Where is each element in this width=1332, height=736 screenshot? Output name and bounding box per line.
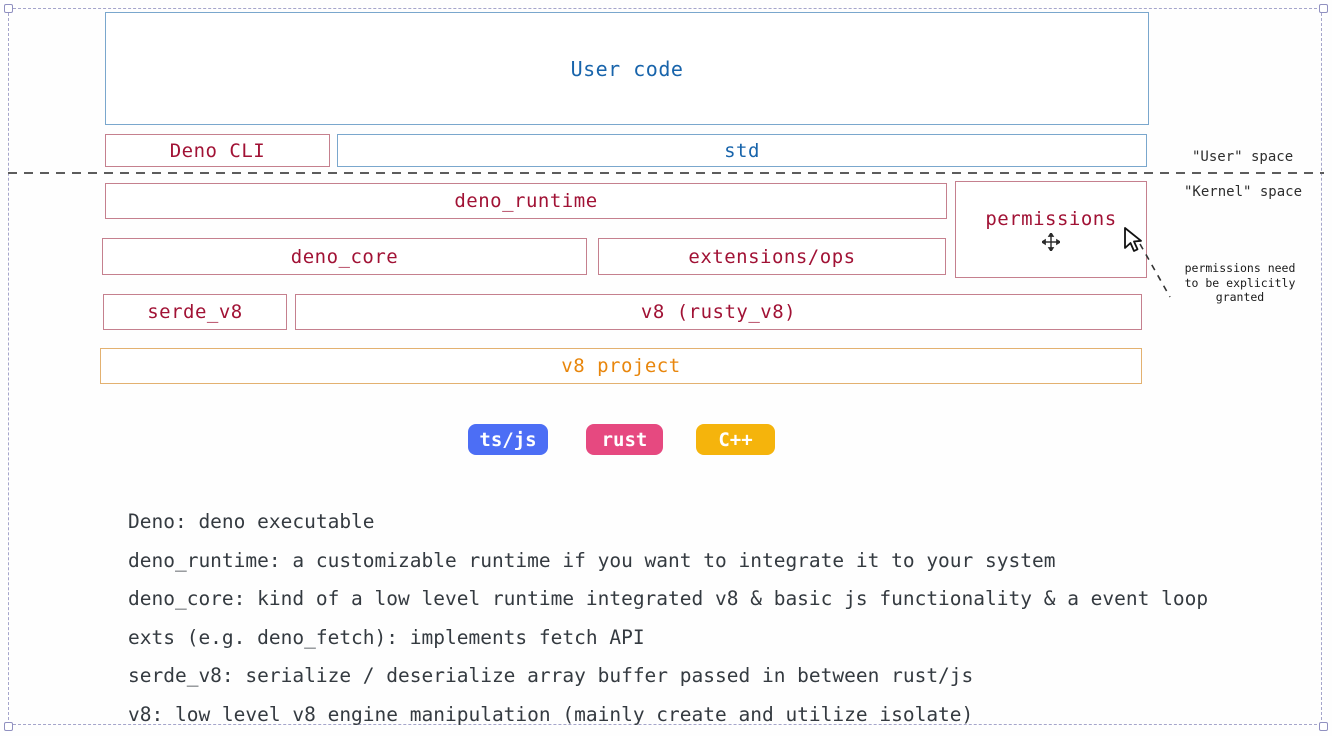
box-permissions[interactable]: permissions — [955, 181, 1147, 278]
box-v8-rusty-v8-label: v8 (rusty_v8) — [640, 301, 797, 323]
description-line-deno-core: deno_core: kind of a low level runtime i… — [128, 587, 1209, 611]
box-std-label: std — [724, 139, 760, 162]
legend-badge-rust[interactable]: rust — [586, 424, 663, 455]
legend-badge-cpp[interactable]: C++ — [696, 424, 775, 455]
box-extensions-ops-label: extensions/ops — [688, 245, 856, 268]
box-serde-v8-label: serde_v8 — [147, 301, 243, 323]
box-extensions-ops[interactable]: extensions/ops — [598, 238, 946, 275]
box-user-code[interactable]: User code — [105, 12, 1149, 125]
legend-badge-rust-label: rust — [601, 428, 648, 451]
box-deno-runtime-label: deno_runtime — [454, 190, 598, 212]
legend-badge-tsjs-label: ts/js — [479, 428, 537, 451]
description-line-deno: Deno: deno executable — [128, 510, 375, 533]
box-v8-project-label: v8 project — [561, 355, 681, 377]
description-line-exts: exts (e.g. deno_fetch): implements fetch… — [128, 625, 645, 649]
annotation-line-2: to be explicitly — [1184, 275, 1296, 290]
box-deno-core-label: deno_core — [290, 245, 399, 268]
permissions-annotation: permissions need to be explicitly grante… — [1172, 261, 1308, 305]
annotation-leader-line — [1139, 243, 1171, 298]
box-user-code-label: User code — [570, 56, 684, 81]
kernel-space-label: "Kernel" space — [1184, 184, 1303, 200]
selection-handle-bottom-right[interactable] — [1319, 722, 1328, 731]
mouse-pointer-icon — [1124, 227, 1142, 252]
selection-handle-top-left[interactable] — [4, 4, 13, 13]
description-line-serde-v8: serde_v8: serialize / deserialize array … — [128, 664, 974, 688]
annotation-line-1: permissions need — [1184, 261, 1296, 275]
box-permissions-label: permissions — [985, 208, 1117, 230]
box-deno-cli-label: Deno CLI — [169, 139, 266, 162]
box-std[interactable]: std — [337, 134, 1147, 167]
legend-badge-cpp-label: C++ — [718, 428, 753, 451]
selection-handle-top-right[interactable] — [1319, 4, 1328, 13]
description-text-block: Deno: deno executable deno_runtime: a cu… — [128, 503, 1288, 735]
user-space-label: "User" space — [1192, 149, 1294, 165]
legend-badge-tsjs[interactable]: ts/js — [468, 424, 548, 455]
box-deno-runtime[interactable]: deno_runtime — [105, 183, 947, 219]
box-deno-core[interactable]: deno_core — [102, 238, 587, 275]
box-serde-v8[interactable]: serde_v8 — [103, 294, 287, 330]
selection-handle-bottom-left[interactable] — [4, 722, 13, 731]
description-line-deno-runtime: deno_runtime: a customizable runtime if … — [128, 548, 1056, 572]
move-cursor-icon — [1042, 233, 1060, 251]
box-v8-rusty-v8[interactable]: v8 (rusty_v8) — [295, 294, 1142, 330]
box-deno-cli[interactable]: Deno CLI — [105, 134, 330, 167]
box-v8-project[interactable]: v8 project — [100, 348, 1142, 384]
annotation-line-3: granted — [1215, 290, 1265, 304]
description-line-v8: v8: low level v8 engine manipulation (ma… — [128, 702, 974, 726]
user-kernel-divider-line — [8, 172, 1324, 174]
